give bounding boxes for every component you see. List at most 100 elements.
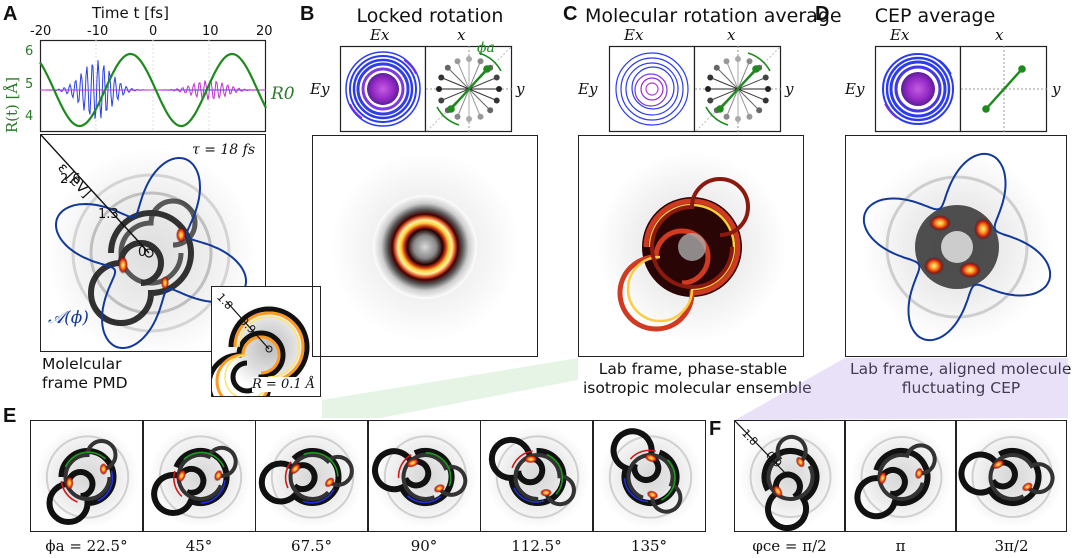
pmd-tile-image	[148, 425, 252, 529]
pmd-tile-image	[371, 425, 477, 529]
ex-label-b: Ex	[370, 26, 390, 44]
orientation-atom	[487, 107, 494, 114]
caption-d-line1: Lab frame, aligned molecules	[850, 360, 1072, 378]
field-polarization-c	[608, 45, 782, 133]
caption-c-line2: isotropic molecular ensemble	[583, 379, 812, 397]
orientation-atom	[765, 86, 771, 92]
pmd-tile-image	[35, 425, 140, 529]
cep-label: φce = π/2	[752, 537, 827, 555]
molecule-orientation-c	[695, 46, 781, 132]
title-b: Locked rotation	[356, 5, 504, 27]
orientation-atom	[707, 97, 714, 104]
orientation-atom	[762, 97, 769, 104]
orientation-atom	[756, 107, 763, 114]
orientation-atom	[493, 74, 500, 81]
orientation-atom	[707, 74, 714, 81]
field-spiral-c	[615, 52, 689, 126]
time-axis-title: Time t [fs]	[92, 4, 169, 22]
field-ey-trace	[40, 80, 266, 100]
energy-axis-line	[735, 421, 790, 478]
pmd-tile-image	[735, 421, 842, 531]
caption-d: Lab frame, aligned molecules fluctuating…	[850, 360, 1072, 398]
x-label-b: x	[457, 26, 466, 44]
field-spiral-d	[882, 53, 954, 125]
molecule-orientation-d	[961, 46, 1047, 132]
inset-r-label: R = 0.1 Å	[252, 377, 316, 392]
panel-c-pmd	[578, 135, 804, 357]
r-tick: 5	[25, 77, 34, 92]
orientation-angle-label: ϕa = 22.5°	[45, 537, 128, 555]
r-tick: 4	[25, 109, 34, 124]
orientation-atom	[454, 113, 461, 120]
cep-label: π	[895, 537, 906, 555]
panel-a-pmd	[40, 134, 266, 352]
time-tick: -10	[87, 24, 109, 39]
pmd-tile	[480, 420, 593, 532]
ex-label-d: Ex	[890, 26, 910, 44]
time-tick: -20	[30, 24, 52, 39]
caption-a-line1: Molelcular	[42, 355, 122, 373]
panel-label-a: A	[3, 3, 18, 25]
orientation-atom	[762, 74, 769, 81]
panel-label-d: D	[815, 3, 830, 25]
caption-c: Lab frame, phase-stable isotropic molecu…	[583, 360, 812, 398]
time-tick: 0	[149, 24, 158, 39]
panel-label-c: C	[563, 3, 578, 25]
orientation-atom	[438, 74, 445, 81]
ey-label-d: Ey	[845, 80, 865, 98]
bond-length-trace	[39, 52, 267, 128]
title-d: CEP average	[874, 5, 996, 27]
orientation-atom	[436, 86, 442, 92]
pmd-tile	[142, 420, 256, 532]
energy-tick: 0	[138, 245, 147, 260]
r0-label: R0	[271, 84, 295, 104]
molecule-orientation-b	[426, 46, 512, 132]
time-tick: 10	[202, 24, 219, 39]
panel-d-pmd	[845, 135, 1067, 357]
orientation-angle-label: 112.5°	[511, 537, 562, 555]
pmd-b-image	[330, 152, 520, 342]
orientation-atom	[493, 97, 500, 104]
orientation-angle-label: 45°	[185, 537, 213, 555]
orientation-atom	[705, 86, 711, 92]
caption-d-line2: fluctuating CEP	[901, 379, 1021, 397]
pmd-tile	[592, 420, 706, 532]
tau-label: τ = 18 fs	[192, 142, 256, 158]
amplitude-curve	[55, 157, 247, 349]
y-label-c: y	[785, 80, 794, 98]
panel-a-inset: 1.8 0.9 R = 0.1 Å	[211, 286, 321, 397]
pmd-tile-image	[258, 425, 365, 529]
panel-label-b: B	[300, 3, 315, 25]
orientation-atom	[454, 58, 461, 65]
x-label-c: x	[727, 26, 736, 44]
r-tick: 6	[25, 44, 34, 59]
orientation-atom	[746, 58, 753, 65]
ey-label-b: Ey	[310, 80, 330, 98]
field-spiral-b	[345, 51, 421, 127]
ex-label-c: Ex	[624, 26, 644, 44]
cep-label: 3π/2	[994, 537, 1029, 555]
pmd-tile	[30, 420, 143, 532]
orientation-angle-label: 90°	[410, 537, 438, 555]
field-polarization-d	[874, 45, 1048, 133]
orientation-angle-label: 135°	[630, 537, 668, 555]
pmd-tile	[367, 420, 481, 532]
pmd-a-image	[41, 135, 256, 351]
pmd-d-image	[862, 152, 1052, 342]
pmd-c-image	[597, 152, 787, 342]
pmd-tile	[956, 420, 1067, 532]
orientation-angle-label: 67.5°	[291, 537, 332, 555]
pmd-tile-image	[958, 425, 1064, 529]
panel-label-e: E	[3, 405, 17, 427]
ey-label-c: Ey	[578, 80, 598, 98]
orientation-atom	[746, 113, 753, 120]
orientation-atom	[713, 64, 720, 71]
y-label-d: y	[1052, 80, 1061, 98]
orientation-atom	[723, 58, 730, 65]
x-label-d: x	[995, 26, 1004, 44]
amplitude-label: 𝒜(ϕ)	[48, 308, 89, 328]
pmd-tile-image	[850, 425, 953, 529]
orientation-atom	[735, 56, 741, 62]
